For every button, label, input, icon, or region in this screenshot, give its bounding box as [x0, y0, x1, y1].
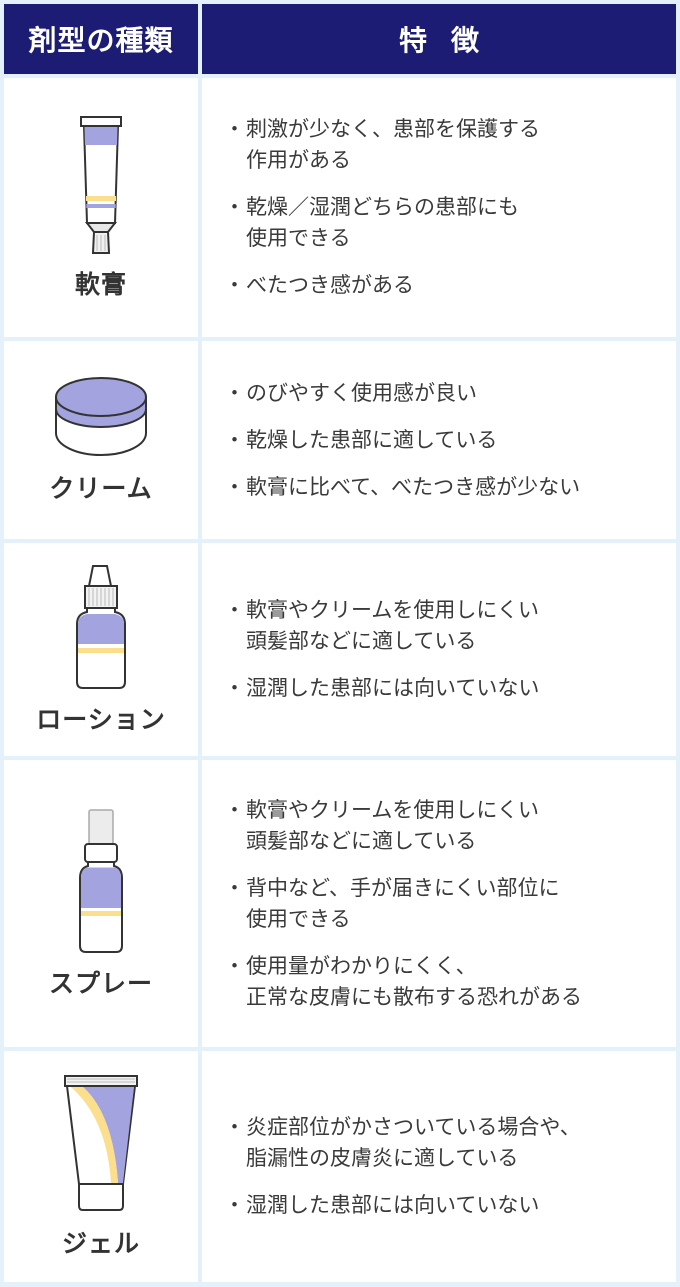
dosage-label: ジェル	[61, 1228, 140, 1258]
feature-item: ・炎症部位がかさついている場合や、 脂漏性の皮膚炎に適している	[224, 1115, 581, 1170]
dosage-label: ローション	[36, 704, 166, 734]
feature-item: ・刺激が少なく、患部を保護する 作用がある	[224, 117, 540, 172]
feature-item: ・軟膏に比べて、べたつき感が少ない	[224, 474, 581, 499]
feature-item: ・軟膏やクリームを使用しにくい 頭髪部などに適している	[224, 598, 539, 653]
header-features: 特徴	[202, 4, 676, 74]
feature-item: ・背中など、手が届きにくい部位に 使用できる	[224, 875, 560, 931]
gel-tube-icon	[63, 1074, 139, 1214]
cream-jar-icon	[54, 375, 148, 459]
features-cell: ・軟膏やクリームを使用しにくい 頭髪部などに適している ・湿潤した患部には向いて…	[202, 543, 676, 756]
table-header: 剤型の種類 特徴	[4, 4, 676, 74]
feature-item: ・湿潤した患部には向いていない	[224, 1193, 540, 1217]
dosage-cell: スプレー	[4, 760, 198, 1047]
feature-item: ・軟膏やクリームを使用しにくい 頭髪部などに適している	[224, 797, 539, 853]
feature-item: ・乾燥した患部に適している	[224, 427, 498, 452]
dosage-label: スプレー	[48, 968, 153, 998]
feature-item: ・べたつき感がある	[224, 273, 414, 297]
header-dosage-type: 剤型の種類	[4, 4, 198, 74]
table-row-ointment: 軟膏 ・刺激が少なく、患部を保護する 作用がある ・乾燥／湿潤どちらの患部にも …	[4, 78, 676, 337]
dosage-form-table: 剤型の種類 特徴 軟膏 ・刺激が少	[4, 4, 676, 1282]
dosage-label: 軟膏	[74, 269, 127, 299]
dosage-cell: クリーム	[4, 341, 198, 539]
feature-item: ・乾燥／湿潤どちらの患部にも 使用できる	[224, 195, 519, 250]
feature-item: ・のびやすく使用感が良い	[224, 380, 477, 405]
table-row-cream: クリーム ・のびやすく使用感が良い ・乾燥した患部に適している ・軟膏に比べて、…	[4, 341, 676, 539]
table-row-gel: ジェル ・炎症部位がかさついている場合や、 脂漏性の皮膚炎に適している ・湿潤し…	[4, 1051, 676, 1282]
spray-bottle-icon	[76, 808, 126, 954]
dosage-cell: 軟膏	[4, 78, 198, 337]
lotion-bottle-icon	[73, 564, 129, 690]
table-row-lotion: ローション ・軟膏やクリームを使用しにくい 頭髪部などに適している ・湿潤した患…	[4, 543, 676, 756]
features-cell: ・のびやすく使用感が良い ・乾燥した患部に適している ・軟膏に比べて、べたつき感…	[202, 341, 676, 539]
dosage-cell: ジェル	[4, 1051, 198, 1282]
table-row-spray: スプレー ・軟膏やクリームを使用しにくい 頭髪部などに適している ・背中など、手…	[4, 760, 676, 1047]
dosage-cell: ローション	[4, 543, 198, 756]
feature-item: ・湿潤した患部には向いていない	[224, 676, 540, 700]
feature-item: ・使用量がわかりにくく、 正常な皮膚にも散布する恐れがある	[224, 953, 582, 1009]
dosage-label: クリーム	[49, 474, 153, 503]
features-cell: ・軟膏やクリームを使用しにくい 頭髪部などに適している ・背中など、手が届きにく…	[202, 760, 676, 1047]
ointment-tube-icon	[78, 115, 124, 255]
features-cell: ・炎症部位がかさついている場合や、 脂漏性の皮膚炎に適している ・湿潤した患部に…	[202, 1051, 676, 1282]
features-cell: ・刺激が少なく、患部を保護する 作用がある ・乾燥／湿潤どちらの患部にも 使用で…	[202, 78, 676, 337]
